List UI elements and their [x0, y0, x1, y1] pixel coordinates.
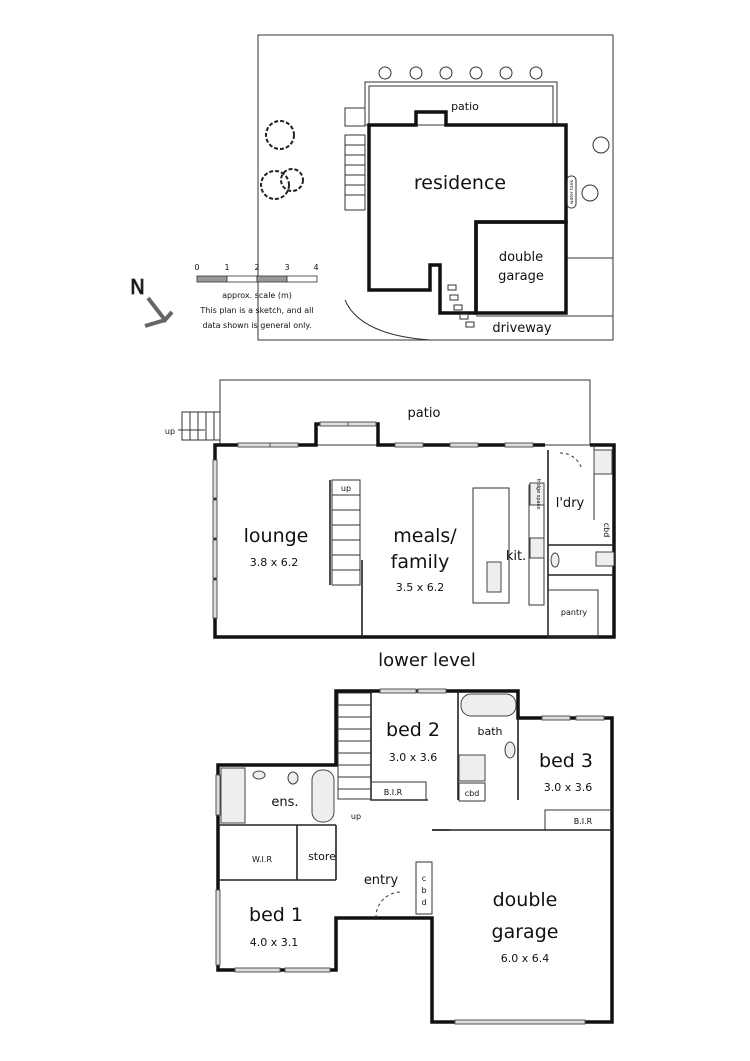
scale-tick: 0	[194, 263, 199, 272]
laundry-cbd-label: cbd	[602, 523, 611, 538]
scale-tick: 1	[224, 263, 229, 272]
kitchen-island	[472, 487, 510, 604]
internal-stairs	[329, 479, 361, 586]
ensuite-toilet-icon	[287, 771, 299, 785]
ensuite-label: ens.	[271, 795, 298, 810]
site-stairs	[344, 107, 366, 211]
tree-icons	[260, 66, 610, 202]
door-swing	[559, 452, 583, 471]
scale-tick: 4	[313, 263, 318, 272]
bath-label: bath	[477, 725, 502, 738]
upper-level-plan: up bed 2 3.0 x 3.6 B.I.R cbd bath bed 3 …	[215, 688, 614, 1025]
ensuite-basin-icon	[252, 770, 266, 780]
basin-icon	[504, 741, 516, 759]
lower-level-plan: patio up up lounge 3.8 x 6.2 meals/ fami…	[165, 379, 616, 639]
lower-patio	[219, 379, 591, 446]
lower-level-title: lower level	[378, 650, 476, 671]
bed1-size: 4.0 x 3.1	[250, 936, 299, 949]
scale-caption: approx. scale (m)	[222, 291, 292, 300]
scale-legend: 0 1 2 3 4 approx. scale (m) This plan is…	[130, 263, 319, 330]
bed3-label: bed 3	[539, 750, 593, 772]
bed3-bir-label: B.I.R	[574, 817, 593, 826]
disclaimer: This plan is a sketch, and all	[199, 306, 313, 315]
entry-cbd-label: d	[421, 898, 426, 907]
bed2-label: bed 2	[386, 719, 440, 741]
laundry-label: l'dry	[556, 496, 585, 511]
site-garage	[474, 220, 568, 315]
residence-label: residence	[414, 172, 506, 194]
garage-label-2: garage	[492, 921, 559, 943]
disclaimer: data shown is general only.	[202, 321, 311, 330]
toilet-icon	[595, 551, 615, 567]
garage-label-1: double	[493, 889, 558, 911]
upper-windows	[215, 688, 605, 1025]
bed2-bir-label: B.I.R	[384, 788, 403, 797]
site-boundary	[257, 34, 614, 341]
entry-cbd-label: c	[422, 874, 426, 883]
lounge-size: 3.8 x 6.2	[250, 556, 299, 569]
scale-tick: 3	[284, 263, 289, 272]
water-tank-icon	[566, 175, 577, 209]
bed3-size: 3.0 x 3.6	[544, 781, 593, 794]
shower-icon	[458, 754, 486, 782]
upper-up-label: up	[351, 812, 361, 821]
front-door-swing	[375, 891, 403, 919]
site-patio-label: patio	[451, 100, 479, 113]
laundry-tub-icon	[593, 449, 613, 475]
entry-cbd-label: b	[421, 886, 426, 895]
windows	[212, 421, 534, 619]
driveway-label: driveway	[492, 321, 551, 336]
scale-tick: 2	[254, 263, 259, 272]
store-label: store	[308, 850, 336, 863]
site-garage-label-1: double	[499, 250, 543, 265]
entry-label: entry	[364, 873, 399, 888]
bed2-size: 3.0 x 3.6	[389, 751, 438, 764]
meals-size: 3.5 x 6.2	[396, 581, 445, 594]
ensuite-bath-icon	[311, 769, 335, 823]
site-steps	[447, 284, 475, 328]
bed1-label: bed 1	[249, 904, 303, 926]
north-arrow-icon: N	[130, 275, 145, 299]
family-label: family	[391, 551, 450, 573]
sink-icon	[486, 561, 502, 593]
outside-stairs	[181, 411, 221, 441]
up-label: up	[165, 427, 175, 436]
site-plan: patio residence double garage driveway w…	[257, 34, 614, 341]
kitchen-label: kit.	[506, 549, 526, 564]
water-tank-label: water tank	[569, 179, 575, 204]
meals-label: meals/	[393, 525, 457, 547]
basin-icon	[550, 552, 560, 568]
fridge-space	[529, 482, 545, 506]
lower-patio-label: patio	[408, 406, 441, 421]
lounge-label: lounge	[244, 525, 309, 547]
stairs-up-label: up	[341, 484, 351, 493]
bathtub-icon	[460, 693, 517, 717]
wir-label: W.I.R	[252, 855, 272, 864]
ensuite-shower-icon	[220, 767, 246, 824]
site-garage-label-2: garage	[498, 269, 544, 284]
bath-cbd-label: cbd	[465, 789, 480, 798]
cooktop-icon	[529, 537, 545, 559]
garage-size: 6.0 x 6.4	[501, 952, 550, 965]
pantry-label: pantry	[561, 608, 587, 617]
fridge-label: fridge space	[535, 479, 541, 510]
